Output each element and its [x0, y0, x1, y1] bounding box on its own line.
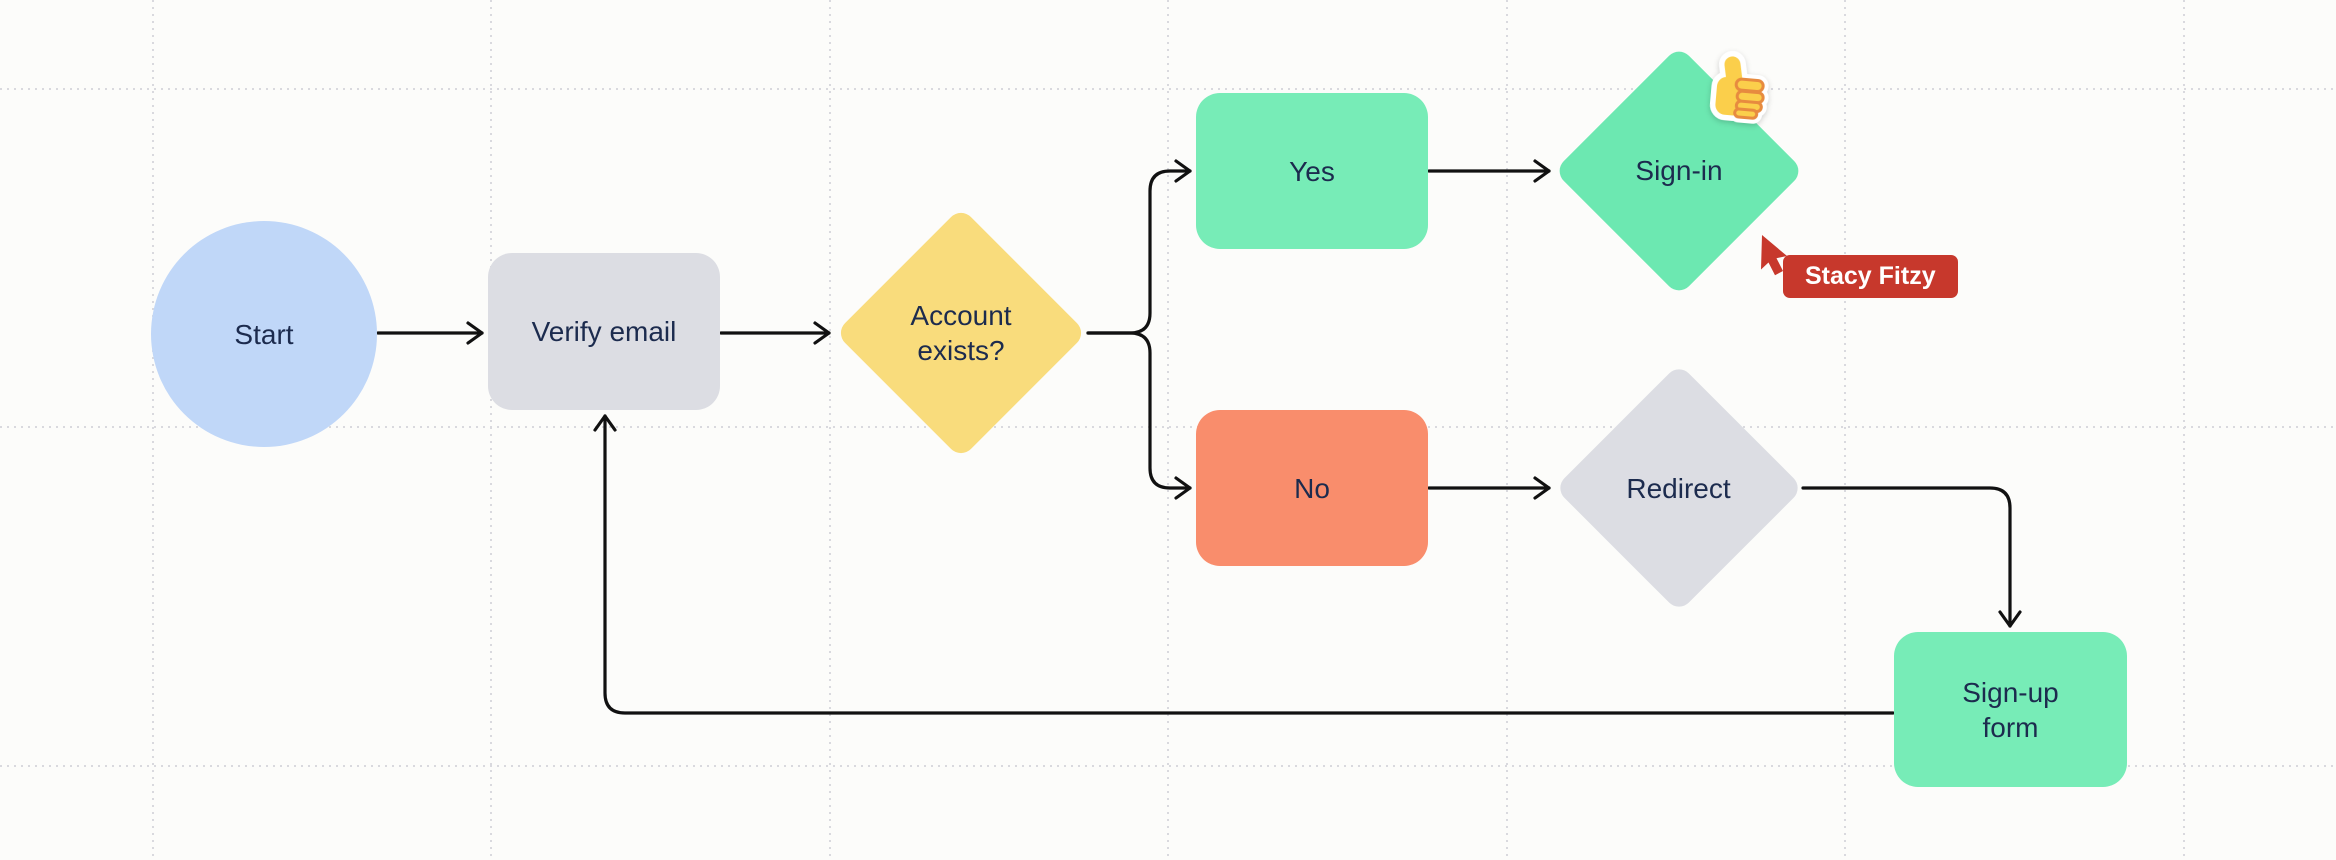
node-no-label: No: [1294, 472, 1330, 504]
node-sign-in[interactable]: Sign-in: [1553, 44, 1805, 297]
connector-sign-up-form-to-verify-email[interactable]: [593, 414, 1895, 715]
node-redirect-label: Redirect: [1626, 472, 1731, 504]
node-sign-in-label: Sign-in: [1635, 155, 1723, 186]
collaborator-name: Stacy Fitzy: [1805, 262, 1936, 290]
node-sign-up-form-label: Sign-up form: [1962, 676, 2059, 743]
node-no[interactable]: No: [1196, 410, 1428, 566]
connector-account-exists-to-yes[interactable]: [1086, 159, 1192, 335]
connector-account-exists-to-no[interactable]: [1086, 331, 1192, 500]
node-sign-up-form[interactable]: Sign-up form: [1894, 632, 2127, 787]
node-yes[interactable]: Yes: [1196, 93, 1428, 249]
node-account-exists-label: Account exists?: [910, 300, 1012, 366]
node-start[interactable]: Start: [151, 221, 377, 447]
node-verify-email-label: Verify email: [531, 316, 677, 347]
node-account-exists[interactable]: Account exists?: [835, 207, 1087, 459]
node-start-label: Start: [234, 318, 294, 350]
node-verify-email[interactable]: Verify email: [488, 253, 720, 410]
node-redirect[interactable]: Redirect: [1554, 363, 1803, 613]
node-yes-label: Yes: [1289, 155, 1335, 187]
connector-redirect-to-sign-up-form[interactable]: [1801, 486, 2022, 628]
collaborator-name-tag: Stacy Fitzy: [1783, 255, 1958, 298]
